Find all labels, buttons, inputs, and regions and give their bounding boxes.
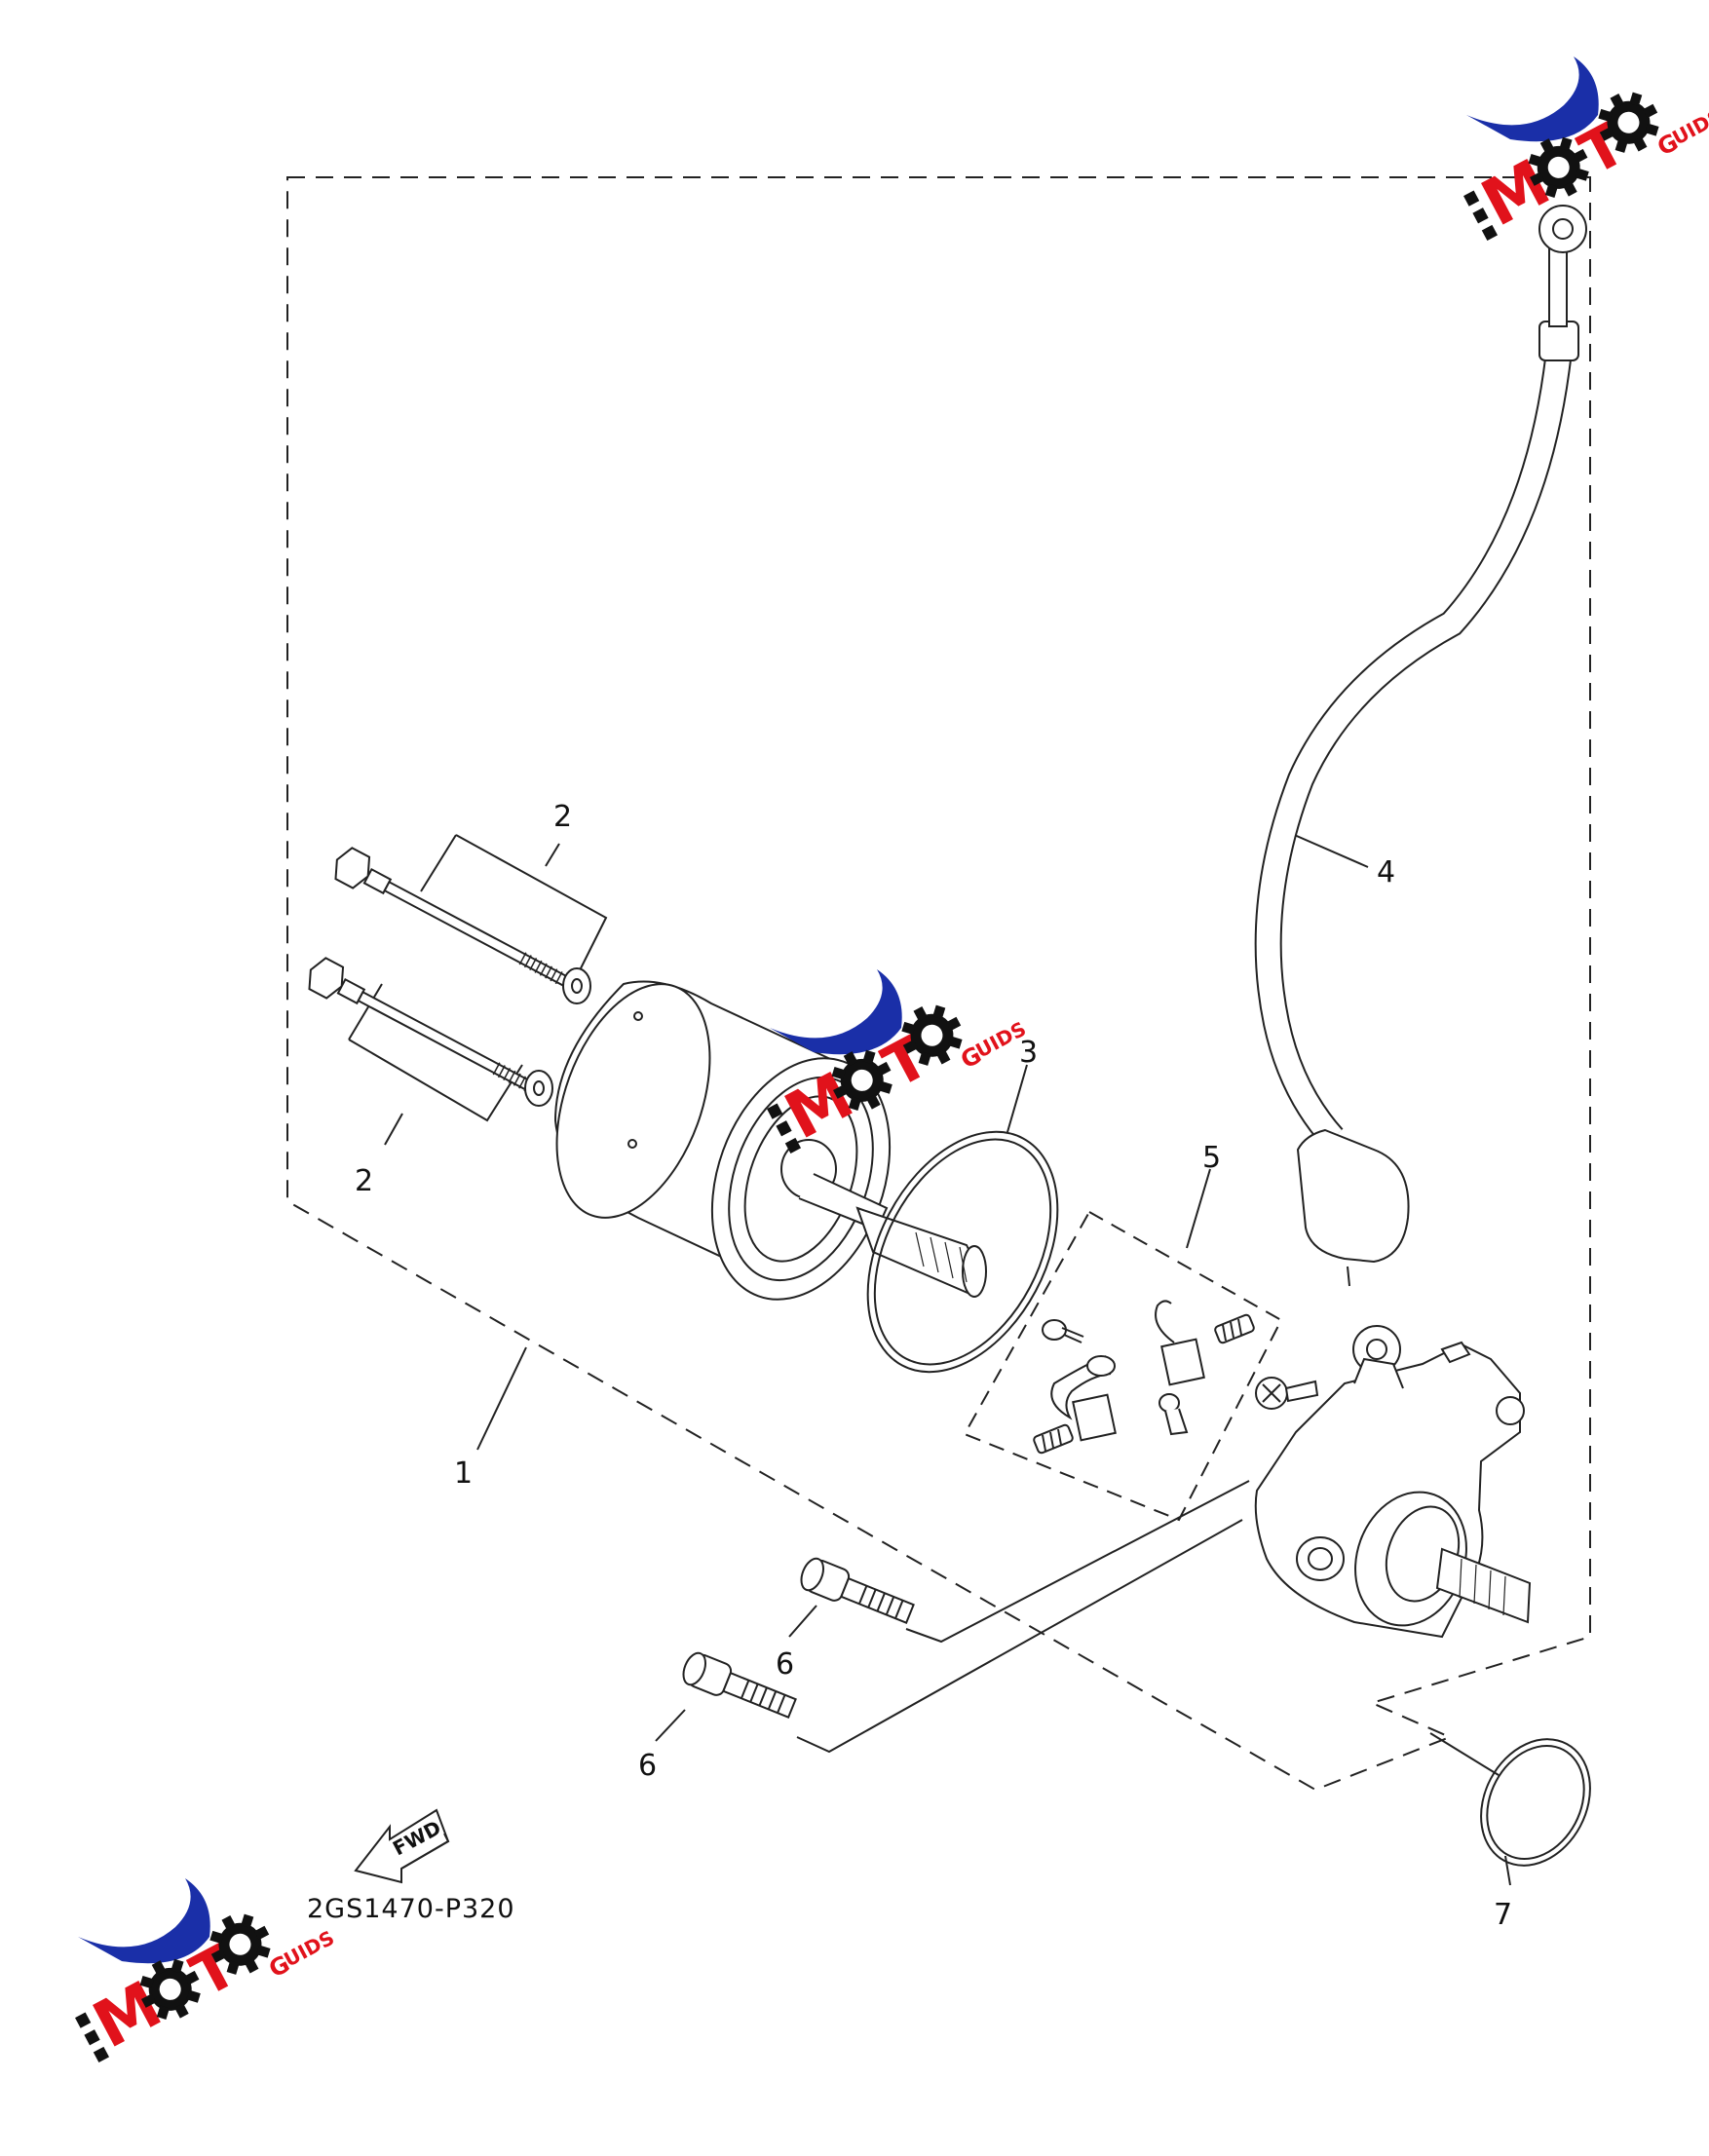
fwd-arrow-icon: FWD [354, 1808, 450, 1884]
watermark-logo-bottom-left [67, 1877, 340, 2074]
o-ring-7 [1480, 1738, 1591, 1867]
starter-housing [1254, 1325, 1532, 1639]
callout-7: 7 [1494, 1898, 1512, 1932]
assembly-outline [286, 176, 1591, 1792]
callout-1: 1 [454, 1456, 473, 1491]
callout-2-lower: 2 [355, 1164, 373, 1198]
leader-lines [348, 829, 1511, 1886]
o-ring-3 [866, 1130, 1059, 1374]
part-code: 2GS1470-P320 [307, 1894, 515, 1924]
callout-6-upper: 6 [776, 1647, 794, 1682]
callout-5: 5 [1202, 1141, 1221, 1175]
callout-3: 3 [1019, 1036, 1038, 1070]
callout-2-upper: 2 [553, 800, 572, 834]
callout-6-lower: 6 [638, 1749, 657, 1783]
long-bolts [308, 847, 591, 1107]
brush-kit [1033, 1300, 1255, 1455]
callout-4: 4 [1377, 855, 1395, 889]
screws-6 [682, 1557, 915, 1720]
starter-cable [1254, 205, 1587, 1287]
